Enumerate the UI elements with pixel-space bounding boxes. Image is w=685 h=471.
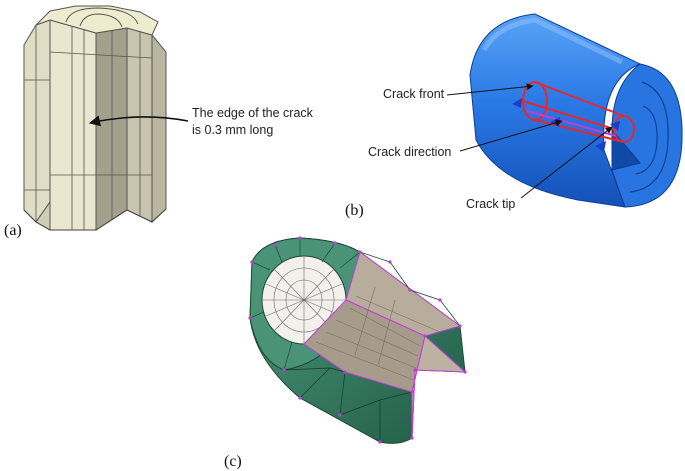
panel-a-annotation-line1: The edge of the crack: [192, 106, 314, 120]
panel-a-cut-face-left: [49, 19, 97, 231]
panel-b: Crack front Crack direction Crack tip (b…: [345, 13, 683, 219]
panel-b-crack-edge-bottom: [534, 119, 625, 143]
panel-b-label-crack-tip: Crack tip: [466, 197, 515, 211]
panel-a-bottom-edge: [23, 208, 167, 231]
panel-c-cut-face-lower: [411, 335, 467, 439]
panel-b-caption: (b): [345, 202, 364, 219]
panel-a-annotation-arrow: [88, 115, 189, 127]
panel-b-direction-arrow: [610, 121, 620, 131]
panel-b-label-crack-front: Crack front: [383, 87, 445, 101]
panel-a-top-ring-outer: [65, 7, 139, 25]
panel-c-side-mesh: [283, 251, 461, 442]
panel-a-div-line: [49, 51, 153, 59]
panel-b-highlight: [481, 17, 624, 65]
panel-c-cut-face-lines: [315, 286, 441, 381]
panel-b-direction-arrow: [595, 141, 606, 152]
panel-b-tip-arrow: [520, 126, 613, 199]
panel-c: (c): [224, 236, 467, 470]
panel-b-crack-edge-top: [534, 81, 625, 117]
panel-a-top-ring-inner: [79, 13, 123, 28]
panel-a-annotation-line2: is 0.3 mm long: [192, 123, 273, 137]
panel-b-end-cap: [611, 63, 683, 208]
panel-b-crack-plane-line: [526, 110, 617, 137]
panel-c-refined-mesh-lines: [262, 256, 346, 344]
panel-b-direction-leader: [459, 119, 563, 152]
panel-b-cap-ring-outer: [629, 81, 669, 193]
panel-b-front-arrow: [446, 83, 534, 96]
panel-a-caption: (a): [4, 222, 22, 239]
panel-a-left-side: [23, 19, 51, 223]
panel-b-cap-ring-inner: [635, 105, 658, 175]
panel-b-crack-geometry: [512, 81, 635, 152]
panel-c-caption: (c): [224, 453, 242, 470]
panel-b-label-crack-direction: Crack direction: [368, 145, 451, 159]
panel-b-crack-edge-mid: [522, 100, 615, 130]
panel-a-right-side: [151, 33, 167, 224]
panel-a: The edge of the crack is 0.3 mm long (a): [4, 5, 314, 239]
panel-b-direction-arrow: [512, 98, 522, 108]
panel-c-mesh-nodes: [248, 236, 467, 444]
panel-a-cut-face-inner: [95, 27, 128, 231]
